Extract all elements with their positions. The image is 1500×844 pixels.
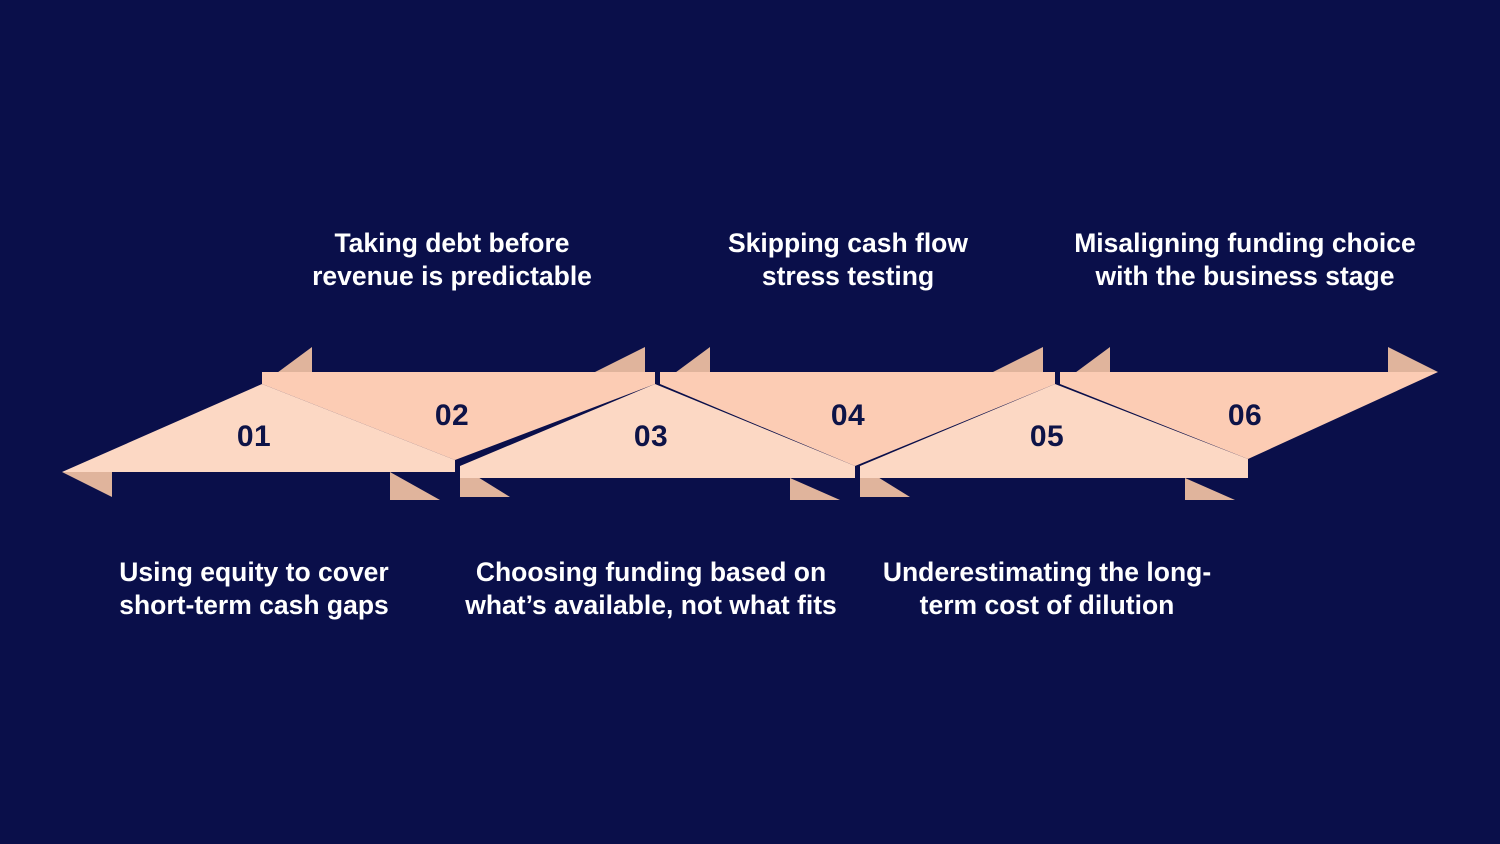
segment-01-body: [62, 384, 455, 472]
junction-barb-upper-a: [595, 347, 645, 372]
segment-06-body: [1060, 372, 1438, 459]
junction-barb-upper-b: [993, 347, 1043, 372]
segment-02-body: [262, 372, 655, 460]
caption-bottom-01: Using equity to cover short-term cash ga…: [119, 557, 389, 621]
junction-barbs: [388, 347, 1235, 500]
junction-barb-lower-a: [390, 472, 440, 500]
segment-06-tip-barb: [1388, 347, 1438, 372]
caption-top-06: Misaligning funding choice with the busi…: [1074, 228, 1416, 292]
segment-05-body: [860, 384, 1248, 478]
segment-02-arrow: [262, 347, 655, 460]
segment-03-arrow: [460, 384, 855, 497]
junction-barb-lower-b: [790, 478, 840, 500]
segment-01-barb: [62, 472, 112, 497]
caption-top-04: Skipping cash flow stress testing: [727, 228, 968, 292]
segment-05-arrow: [860, 384, 1248, 497]
caption-top-02: Taking debt before revenue is predictabl…: [312, 228, 592, 292]
segment-04-arrow: [660, 347, 1055, 466]
junction-barb-lower-c: [1185, 478, 1235, 500]
segment-03-body: [460, 384, 855, 478]
segment-01-arrow: [62, 384, 455, 497]
segment-06-arrow: [1060, 347, 1438, 459]
caption-bottom-05: Underestimating the long- term cost of d…: [882, 557, 1212, 621]
segment-04-body: [660, 372, 1055, 466]
caption-bottom-03: Choosing funding based on what’s availab…: [465, 557, 837, 621]
